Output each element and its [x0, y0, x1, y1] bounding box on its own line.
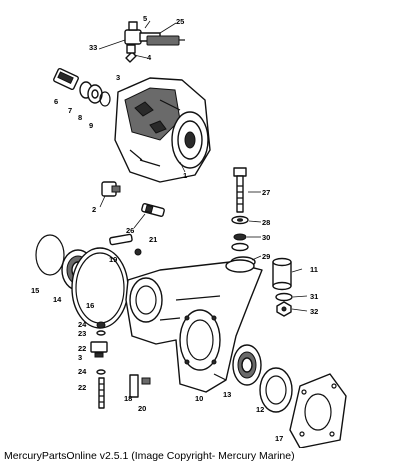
callout-28: 27: [262, 188, 270, 197]
callout-2: 2: [92, 205, 96, 214]
callout-32: 31: [310, 292, 318, 301]
callout-31: 30: [262, 233, 270, 242]
hose-fitting: [101, 181, 165, 217]
callout-5: 5: [143, 14, 147, 23]
sender-assembly: [124, 21, 185, 63]
fitting-parts: [53, 67, 111, 107]
callout-6: 6: [54, 97, 58, 106]
callout-3: 3: [116, 73, 120, 82]
callout-30: 29: [262, 252, 270, 261]
callout-34: 33: [89, 43, 97, 52]
callout-27: 26: [126, 226, 134, 235]
callout-22: 22: [78, 383, 86, 392]
callout-33: 32: [310, 307, 318, 316]
callout-8: 8: [78, 113, 82, 122]
callout-13: 13: [223, 390, 231, 399]
callout-25: 24: [78, 320, 87, 329]
callout-1: 1: [183, 171, 187, 180]
callout-labels: 5 25 33 4 3 6 7 8 9 1 2 26 27 28 30 29 1…: [31, 14, 318, 443]
lower-hardware: [90, 321, 151, 409]
callout-26: 25: [176, 17, 184, 26]
bearing-assembly-left: [35, 233, 142, 329]
callout-11: 11: [310, 265, 318, 274]
callout-12: 12: [256, 405, 264, 414]
callout-23: 22: [78, 344, 86, 353]
callout-7: 7: [68, 106, 72, 115]
callout-18: 18: [124, 394, 132, 403]
copyright-footer: MercuryPartsOnline v2.5.1 (Image Copyrig…: [4, 450, 295, 462]
callout-21: 21: [149, 235, 157, 244]
callout-20: 20: [138, 404, 146, 413]
transom-bracket: [125, 259, 263, 393]
callout-15: 15: [31, 286, 39, 295]
callout-10: 10: [195, 394, 203, 403]
callout-29: 28: [262, 218, 270, 227]
leader-lines: [98, 20, 308, 312]
callout-3-lower: 3: [78, 353, 82, 362]
callout-19: 19: [109, 255, 117, 264]
pump-assembly: [114, 77, 211, 183]
callout-14: 14: [53, 295, 62, 304]
callout-24-lower: 24: [78, 367, 87, 376]
exploded-parts-diagram: 5 25 33 4 3 6 7 8 9 1 2 26 27 28 30 29 1…: [31, 14, 347, 448]
bearing-assembly-right: [232, 344, 347, 448]
callout-16: 16: [86, 301, 94, 310]
callout-4: 4: [147, 53, 152, 62]
callout-24-upper: 23: [78, 329, 86, 338]
callout-17: 17: [275, 434, 283, 443]
callout-9: 9: [89, 121, 93, 130]
